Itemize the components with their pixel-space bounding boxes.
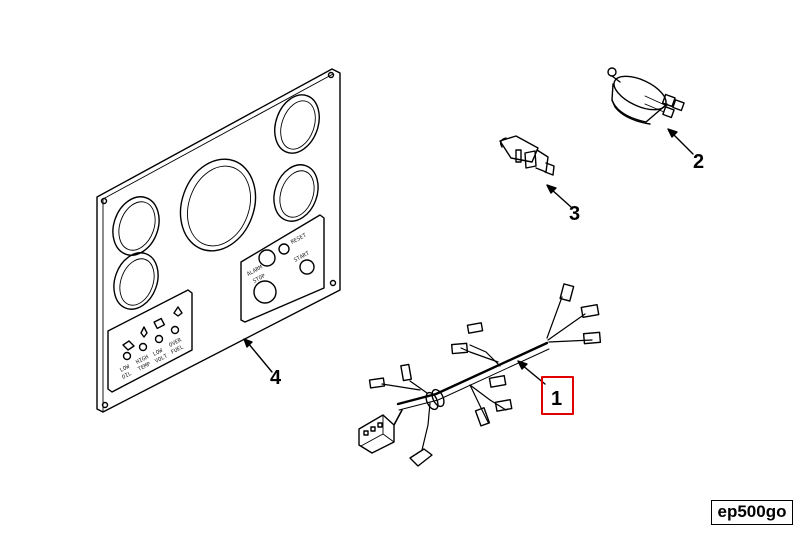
stop-label: STOP	[252, 273, 267, 285]
over-fuel-line1: OVER	[168, 337, 183, 349]
mounting-hole	[327, 71, 335, 79]
terminal	[488, 374, 507, 388]
stop-button	[253, 280, 277, 304]
terminal	[368, 377, 386, 389]
terminal	[582, 331, 602, 345]
multi-pin-connector	[358, 409, 403, 454]
low-volt-light	[154, 334, 164, 344]
terminal	[409, 448, 433, 467]
callout-2: 2	[693, 151, 704, 173]
temperature-sender	[499, 135, 555, 176]
terminal	[450, 342, 469, 355]
terminal	[494, 398, 513, 412]
gauge-large-center	[179, 158, 257, 252]
leader-panel	[243, 338, 273, 373]
warning-light-subpanel: LOW OIL HIGH TEMP LOW VOLT OVER FUEL	[107, 289, 193, 393]
terminal	[400, 363, 413, 382]
mounting-hole	[329, 279, 337, 287]
over-fuel-line2: FUEL	[170, 344, 185, 356]
mounting-hole	[100, 197, 108, 205]
leader-harness	[517, 360, 546, 385]
callout-4: 4	[270, 367, 282, 389]
terminal	[474, 407, 491, 427]
gauge-mid-right	[273, 164, 319, 222]
instrument-panel: ALARM RESET STOP START LOW OIL HIGH TEMP…	[96, 68, 341, 413]
start-button	[299, 259, 315, 275]
reset-button	[278, 243, 290, 255]
battery-icon	[153, 317, 166, 330]
fuel-icon	[173, 306, 183, 317]
control-subpanel: ALARM RESET STOP START	[240, 214, 325, 323]
low-volt-line1: LOW	[152, 348, 164, 358]
hi-temp-line1: HIGH	[135, 354, 150, 365]
pressure-sender	[607, 67, 685, 125]
terminal	[559, 283, 575, 302]
gauge-top-left	[112, 196, 160, 256]
wiring-harness	[358, 283, 602, 467]
highlight-box	[541, 376, 574, 415]
low-oil-line1: LOW	[119, 364, 131, 374]
figure-id-tag: ep500go	[711, 500, 793, 525]
grommet	[425, 391, 439, 411]
leader-pressure-sender	[667, 128, 694, 155]
low-oil-light	[122, 351, 132, 361]
gauge-bottom-left	[113, 252, 159, 310]
callout-1: 1	[551, 388, 562, 410]
hi-temp-line2: TEMP	[137, 361, 152, 373]
terminal	[466, 322, 484, 334]
oil-can-icon	[122, 340, 135, 351]
low-volt-line2: VOLT	[154, 353, 169, 365]
callout-3: 3	[569, 203, 580, 225]
low-oil-line2: OIL	[121, 371, 133, 381]
mounting-hole	[101, 401, 109, 409]
gauge-top-right	[274, 94, 320, 154]
over-fuel-light	[170, 325, 180, 335]
high-temp-light	[138, 342, 148, 352]
temperature-icon	[140, 326, 148, 338]
alarm-light	[258, 249, 276, 267]
terminal	[580, 303, 600, 319]
leader-temperature-sender	[546, 184, 572, 208]
reset-label: RESET	[290, 232, 308, 245]
